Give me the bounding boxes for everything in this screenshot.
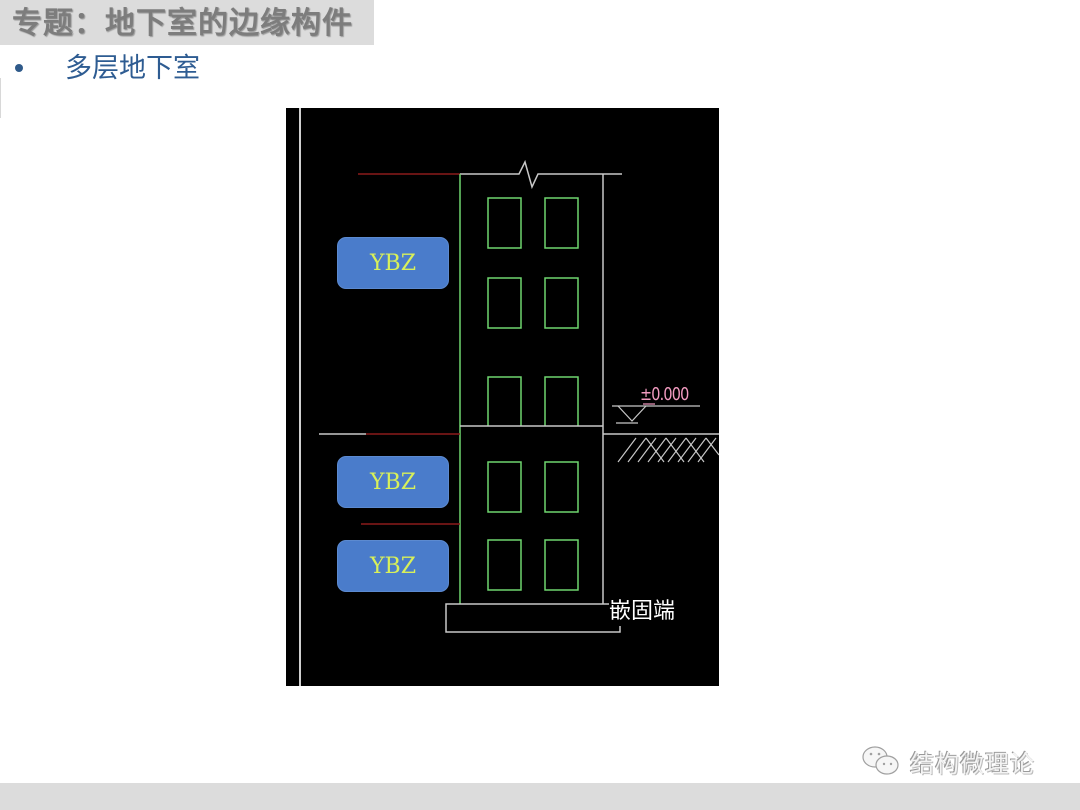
bullet-item: 多层地下室 <box>65 53 200 84</box>
cad-diagram: YBZ YBZ YBZ ±0.000 嵌固端 <box>286 108 719 686</box>
elevation-label: ±0.000 <box>640 384 689 405</box>
wechat-icon <box>862 746 899 775</box>
bullet-icon <box>15 64 23 72</box>
watermark-text: 结构微理论 <box>910 749 1035 778</box>
left-edge-rule <box>0 78 1 118</box>
ybz-label-basement-1: YBZ <box>337 456 449 508</box>
watermark: 结构微理论 <box>860 743 1035 779</box>
fixed-end-label: 嵌固端 <box>609 598 676 626</box>
page-title: 专题：地下室的边缘构件 <box>12 6 353 41</box>
footer-bar <box>0 783 1080 810</box>
ybz-label-basement-2: YBZ <box>337 540 449 592</box>
building-section-drawing <box>299 108 719 686</box>
ybz-label-above-ground: YBZ <box>337 237 449 289</box>
title-banner: 专题：地下室的边缘构件 <box>0 0 374 45</box>
